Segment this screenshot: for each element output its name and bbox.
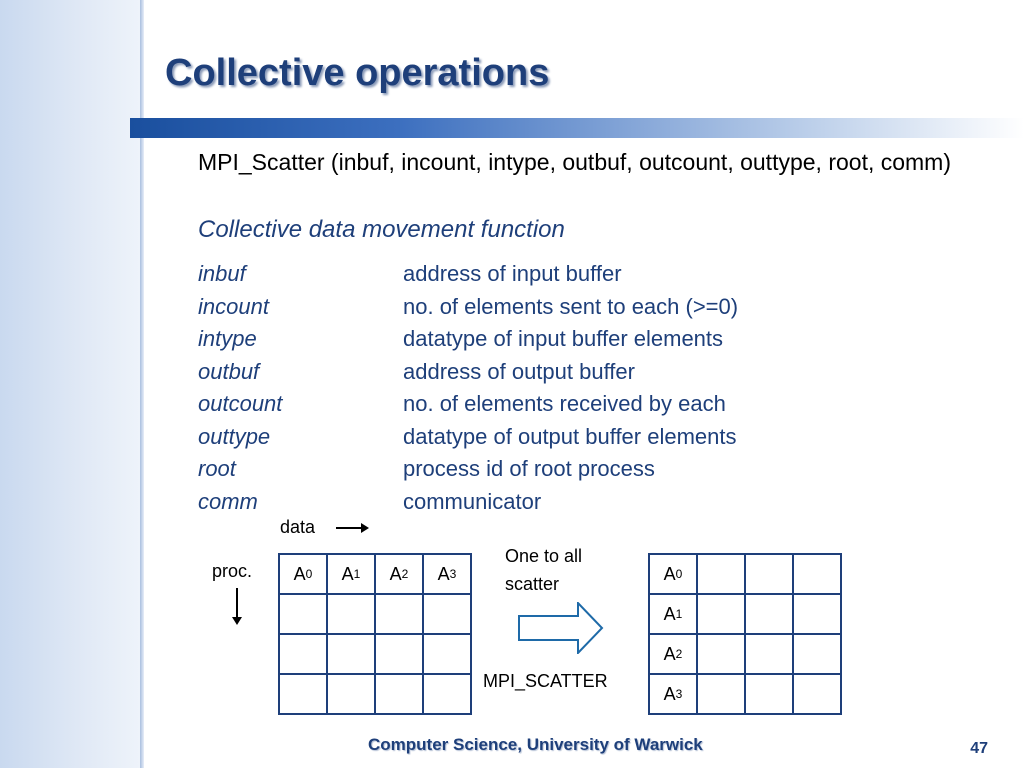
grid-cell <box>794 635 842 675</box>
grid-cell <box>746 595 794 635</box>
param-name: root <box>198 456 236 481</box>
data-direction-arrow-icon <box>336 523 369 533</box>
grid-cell <box>698 675 746 715</box>
grid-cell <box>746 555 794 595</box>
grid-cell <box>794 675 842 715</box>
grid-cell <box>280 675 328 715</box>
param-desc: communicator <box>403 488 542 514</box>
param-name: outcount <box>198 391 283 416</box>
page-number: 47 <box>970 740 988 757</box>
grid-cell <box>794 555 842 595</box>
grid-cell <box>328 635 376 675</box>
left-decorative-band <box>0 0 140 768</box>
function-signature: MPI_Scatter (inbuf, incount, intype, out… <box>198 149 952 175</box>
grid-cell <box>424 635 472 675</box>
param-row: outcount no. of elements received by eac… <box>198 390 958 423</box>
data-axis-label: data <box>280 517 316 537</box>
grid-cell <box>376 635 424 675</box>
operation-line2: scatter <box>505 574 560 594</box>
param-row: intype datatype of input buffer elements <box>198 325 958 358</box>
function-description: Collective data movement function <box>198 216 565 243</box>
grid-cell <box>376 595 424 635</box>
proc-direction-arrow-icon <box>232 588 242 625</box>
grid-cell <box>328 595 376 635</box>
grid-cell <box>698 555 746 595</box>
param-row: inbuf address of input buffer <box>198 260 958 293</box>
grid-cell <box>376 675 424 715</box>
grid-cell <box>746 635 794 675</box>
operation-line1: One to all <box>505 546 583 566</box>
title-underline-bar <box>130 118 1024 138</box>
left-decorative-strip <box>140 0 144 768</box>
grid-cell <box>746 675 794 715</box>
footer-institution: Computer Science, University of Warwick <box>368 735 703 754</box>
grid-cell <box>698 635 746 675</box>
param-row: outtype datatype of output buffer elemen… <box>198 423 958 456</box>
operation-name: MPI_SCATTER <box>483 671 608 691</box>
param-row: root process id of root process <box>198 455 958 488</box>
grid-cell <box>424 675 472 715</box>
param-desc: address of output buffer <box>403 358 635 384</box>
param-name: intype <box>198 326 257 351</box>
slide-title: Collective operations <box>165 52 550 94</box>
grid-cell <box>424 595 472 635</box>
scatter-arrow-icon <box>518 602 604 654</box>
param-row: comm communicator <box>198 488 958 521</box>
param-desc: no. of elements sent to each (>=0) <box>403 293 739 319</box>
param-name: outtype <box>198 423 271 449</box>
grid-cell <box>328 675 376 715</box>
param-row: outbuf address of output buffer <box>198 358 958 391</box>
param-desc: process id of root process <box>403 456 655 481</box>
grid-cell <box>280 635 328 675</box>
parameter-list: inbuf address of input buffer incount no… <box>198 260 958 520</box>
grid-cell <box>794 595 842 635</box>
param-desc: address of input buffer <box>403 261 622 286</box>
param-row: incount no. of elements sent to each (>=… <box>198 293 958 326</box>
param-name: incount <box>198 293 269 319</box>
grid-cell <box>698 595 746 635</box>
param-name: comm <box>198 488 258 514</box>
param-desc: datatype of output buffer elements <box>403 423 737 449</box>
param-desc: datatype of input buffer elements <box>403 326 724 351</box>
param-desc: no. of elements received by each <box>403 391 726 416</box>
param-name: inbuf <box>198 261 246 286</box>
proc-axis-label: proc. <box>212 561 253 581</box>
param-name: outbuf <box>198 358 260 384</box>
grid-cell <box>280 595 328 635</box>
